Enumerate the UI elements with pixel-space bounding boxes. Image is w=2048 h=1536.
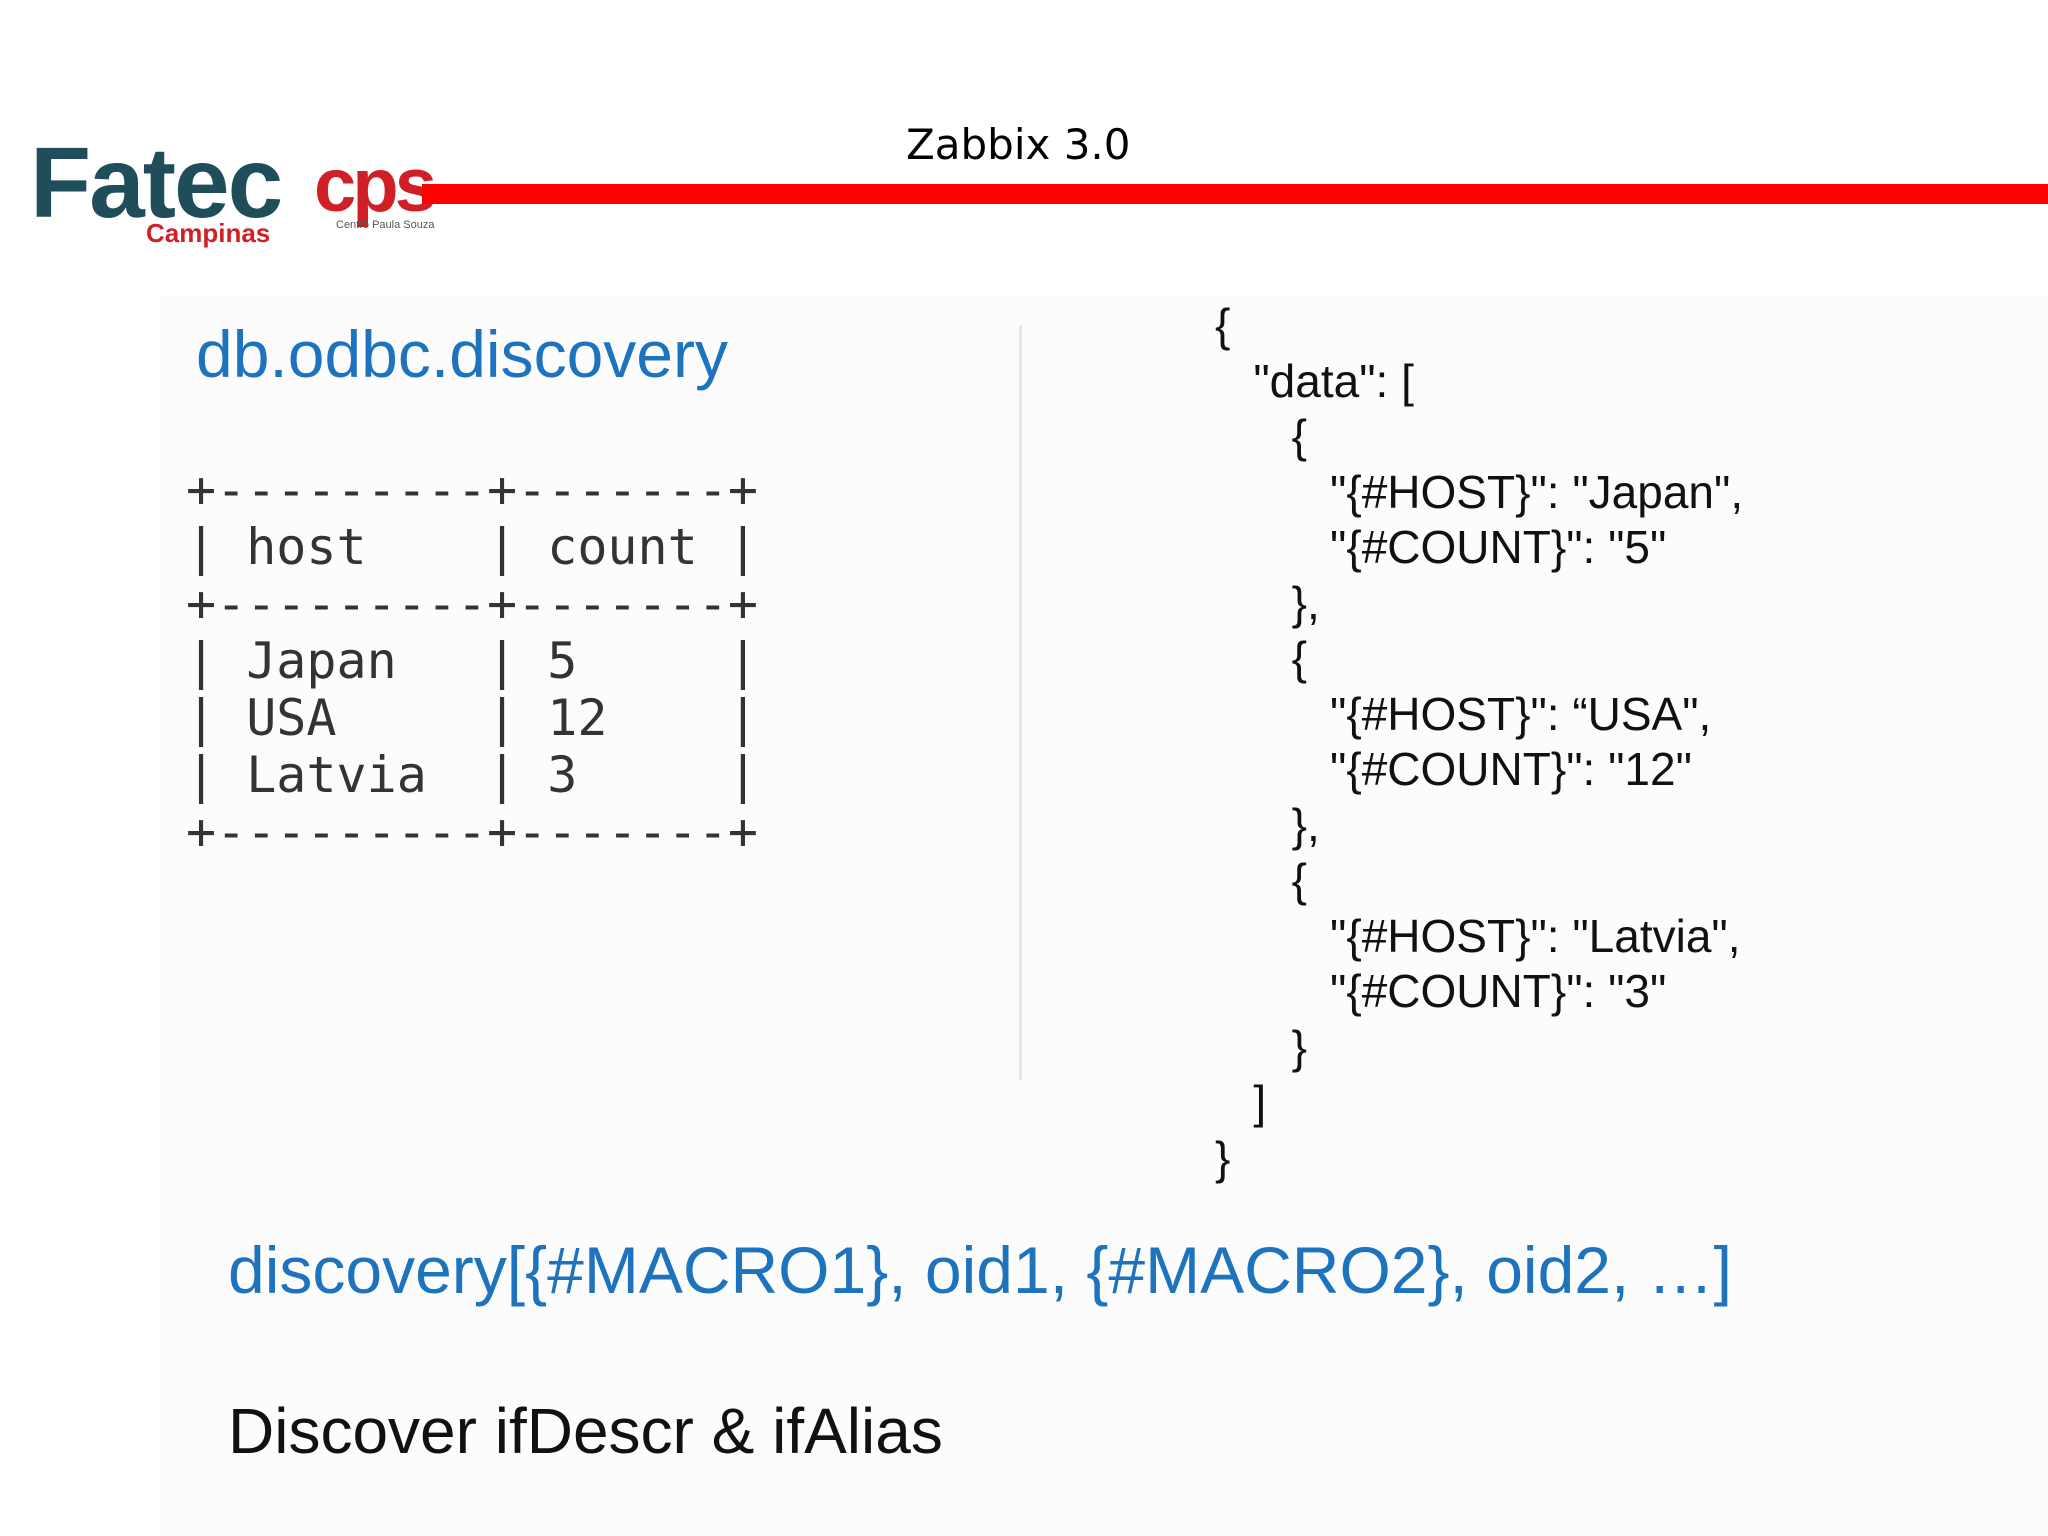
odbc-discovery-heading: db.odbc.discovery bbox=[196, 317, 728, 391]
cps-logo-mark: cps bbox=[314, 143, 437, 228]
slide-title: Zabbix 3.0 bbox=[906, 120, 1131, 169]
discover-caption: Discover ifDescr & ifAlias bbox=[228, 1395, 943, 1467]
content-panel bbox=[160, 295, 2048, 1536]
column-divider bbox=[1019, 325, 1022, 1080]
json-line: "{#COUNT}": "5" bbox=[1215, 521, 1667, 573]
discovery-syntax: discovery[{#MACRO1}, oid1, {#MACRO2}, oi… bbox=[228, 1233, 1733, 1307]
json-line: "{#HOST}": "Japan", bbox=[1215, 465, 1744, 518]
json-line: { bbox=[1215, 410, 1308, 462]
json-line: "{#HOST}": "Latvia", bbox=[1215, 909, 1741, 962]
json-line: }, bbox=[1215, 576, 1320, 629]
json-line: }, bbox=[1215, 798, 1320, 851]
json-line: } bbox=[1215, 1020, 1308, 1073]
cps-logo-caption: Centro Paula Souza bbox=[336, 219, 435, 231]
json-output-block: { "data": [ { "{#HOST}": "Japan", "{#COU… bbox=[1215, 298, 1743, 1186]
json-line: ] bbox=[1215, 1076, 1267, 1128]
json-line: "{#HOST}": “USA", bbox=[1215, 687, 1712, 740]
json-line: "{#COUNT}": "3" bbox=[1215, 965, 1667, 1017]
logo-subtitle: Campinas bbox=[146, 218, 271, 248]
json-line: } bbox=[1215, 1131, 1231, 1184]
json-line: { bbox=[1215, 632, 1308, 684]
fatec-logo: Fatec Campinas cps Centro Paula Souza bbox=[30, 127, 437, 258]
json-line: "{#COUNT}": "12" bbox=[1215, 743, 1692, 795]
json-line: "data": [ bbox=[1215, 354, 1414, 407]
json-line: { bbox=[1215, 854, 1308, 906]
logo-wordmark: Fatec bbox=[30, 127, 283, 239]
query-result-table: +---------+-------+ | host | count | +--… bbox=[186, 461, 758, 861]
json-line: { bbox=[1215, 299, 1231, 351]
header-accent-bar bbox=[422, 184, 2048, 204]
